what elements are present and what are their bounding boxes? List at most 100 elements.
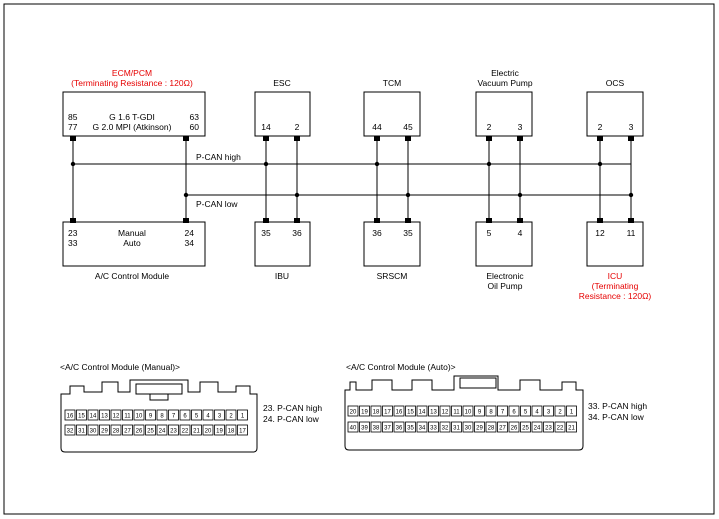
acm-pin-34: 34	[185, 238, 195, 248]
connector-pin-cell	[428, 421, 439, 433]
ecm-pin-63: 63	[190, 112, 200, 122]
connector-pin-cell	[202, 424, 214, 436]
connector-pin-cell	[110, 409, 122, 421]
acm-variant-auto: Auto	[123, 238, 141, 248]
tcm-module: TCM 44 45	[363, 78, 421, 137]
icu-label-2: (Terminating	[592, 281, 639, 291]
esc-box	[254, 91, 311, 137]
srscm-label: SRSCM	[377, 271, 408, 281]
connector-pin-cell	[214, 409, 225, 421]
connector-pin-cell	[566, 405, 577, 417]
ecm-variant-2: G 2.0 MPI (Atkinson)	[93, 122, 172, 132]
connector-pin-number: 14	[90, 414, 97, 420]
connector-pin-number: 24	[159, 429, 166, 435]
connector-pin-number: 5	[524, 410, 528, 416]
connector-pin-number: 32	[67, 429, 74, 435]
connector-pin-number: 16	[396, 410, 403, 416]
connector-pin-number: 1	[241, 414, 245, 420]
connector-pin-number: 39	[361, 426, 368, 432]
evp-box	[475, 91, 533, 137]
ecm-pin-60: 60	[190, 122, 200, 132]
connector-pin-cell	[347, 405, 359, 417]
connector-pin-cell	[237, 424, 248, 436]
connector-pin-number: 25	[522, 426, 529, 432]
acm-box	[62, 221, 206, 267]
connector-pin-cell	[566, 421, 577, 433]
ecm-variant-1: G 1.6 T-GDI	[109, 112, 155, 122]
connector-pin-number: 20	[350, 410, 357, 416]
connector-pin-cell	[214, 424, 225, 436]
connector-pin-number: 22	[557, 426, 564, 432]
connector-pin-number: 4	[206, 414, 210, 420]
connector-pin-number: 20	[205, 429, 212, 435]
connector-pin-number: 31	[78, 429, 85, 435]
tcm-box	[363, 91, 421, 137]
connector-pin-cell	[382, 421, 393, 433]
icu-label-1: ICU	[608, 271, 623, 281]
connector-pin-cell	[405, 421, 416, 433]
esc-pin-2: 2	[295, 122, 300, 132]
connector-pin-cell	[543, 421, 554, 433]
connector-pin-cell	[179, 409, 191, 421]
connector-pin-cell	[87, 409, 99, 421]
connector-pin-cell	[145, 409, 156, 421]
connector-pin-number: 22	[182, 429, 189, 435]
connector-auto-note-1: 33. P-CAN high	[588, 401, 647, 411]
ocs-title: OCS	[606, 78, 625, 88]
eop-pin-4: 4	[518, 228, 523, 238]
connector-pin-number: 30	[465, 426, 472, 432]
evp-pin-2: 2	[487, 122, 492, 132]
connector-pin-number: 23	[170, 429, 177, 435]
connector-pin-number: 24	[534, 426, 541, 432]
ibu-label: IBU	[275, 271, 289, 281]
acm-variant-manual: Manual	[118, 228, 146, 238]
connector-pin-number: 3	[218, 414, 222, 420]
acm-pin-33: 33	[68, 238, 78, 248]
srscm-module: 36 35 SRSCM	[363, 221, 421, 281]
connector-pin-cell	[191, 424, 202, 436]
bus-junctions	[70, 161, 634, 198]
ocs-box	[586, 91, 644, 137]
connector-pin-cell	[531, 405, 543, 417]
connector-pin-number: 26	[136, 429, 143, 435]
connector-pin-number: 19	[216, 429, 223, 435]
connector-pin-number: 21	[193, 429, 200, 435]
connector-auto-latch	[459, 377, 497, 389]
connector-pin-number: 6	[183, 414, 187, 420]
connector-pin-number: 13	[430, 410, 437, 416]
connector-pin-cell	[64, 424, 76, 436]
connector-pin-cell	[237, 409, 248, 421]
connector-pin-number: 8	[160, 414, 164, 420]
connector-pin-cell	[520, 421, 531, 433]
electric-vacuum-pump-module: Electric Vacuum Pump 2 3	[475, 68, 533, 137]
ac-control-module: 23 Manual 24 33 Auto 34 A/C Control Modu…	[62, 221, 206, 281]
connector-pin-cell	[145, 424, 156, 436]
connector-pin-number: 13	[101, 414, 108, 420]
connector-manual-latch	[135, 383, 183, 395]
connector-pin-number: 9	[149, 414, 153, 420]
connector-pin-cell	[474, 421, 485, 433]
connector-pin-number: 18	[228, 429, 235, 435]
can-bus	[72, 138, 632, 220]
connector-pin-cell	[76, 409, 87, 421]
evp-title-2: Vacuum Pump	[477, 78, 532, 88]
connector-pin-number: 29	[101, 429, 108, 435]
ecm-title: ECM/PCM	[112, 68, 152, 78]
acm-pin-24: 24	[185, 228, 195, 238]
connector-pin-number: 36	[396, 426, 403, 432]
tcm-pin-45: 45	[403, 122, 413, 132]
connector-pin-cell	[87, 424, 99, 436]
connector-pin-cell	[508, 421, 520, 433]
connector-pin-cell	[64, 409, 76, 421]
connector-pin-cell	[520, 405, 531, 417]
connector-pin-cell	[202, 409, 214, 421]
eop-label-1: Electronic	[486, 271, 524, 281]
connector-pin-cell	[531, 421, 543, 433]
connector-pin-cell	[133, 424, 145, 436]
connector-pin-number: 38	[373, 426, 380, 432]
connector-pin-number: 10	[465, 410, 472, 416]
connector-pin-cell	[462, 405, 474, 417]
connector-pin-number: 7	[501, 410, 505, 416]
connector-manual-title: <A/C Control Module (Manual)>	[60, 362, 180, 372]
